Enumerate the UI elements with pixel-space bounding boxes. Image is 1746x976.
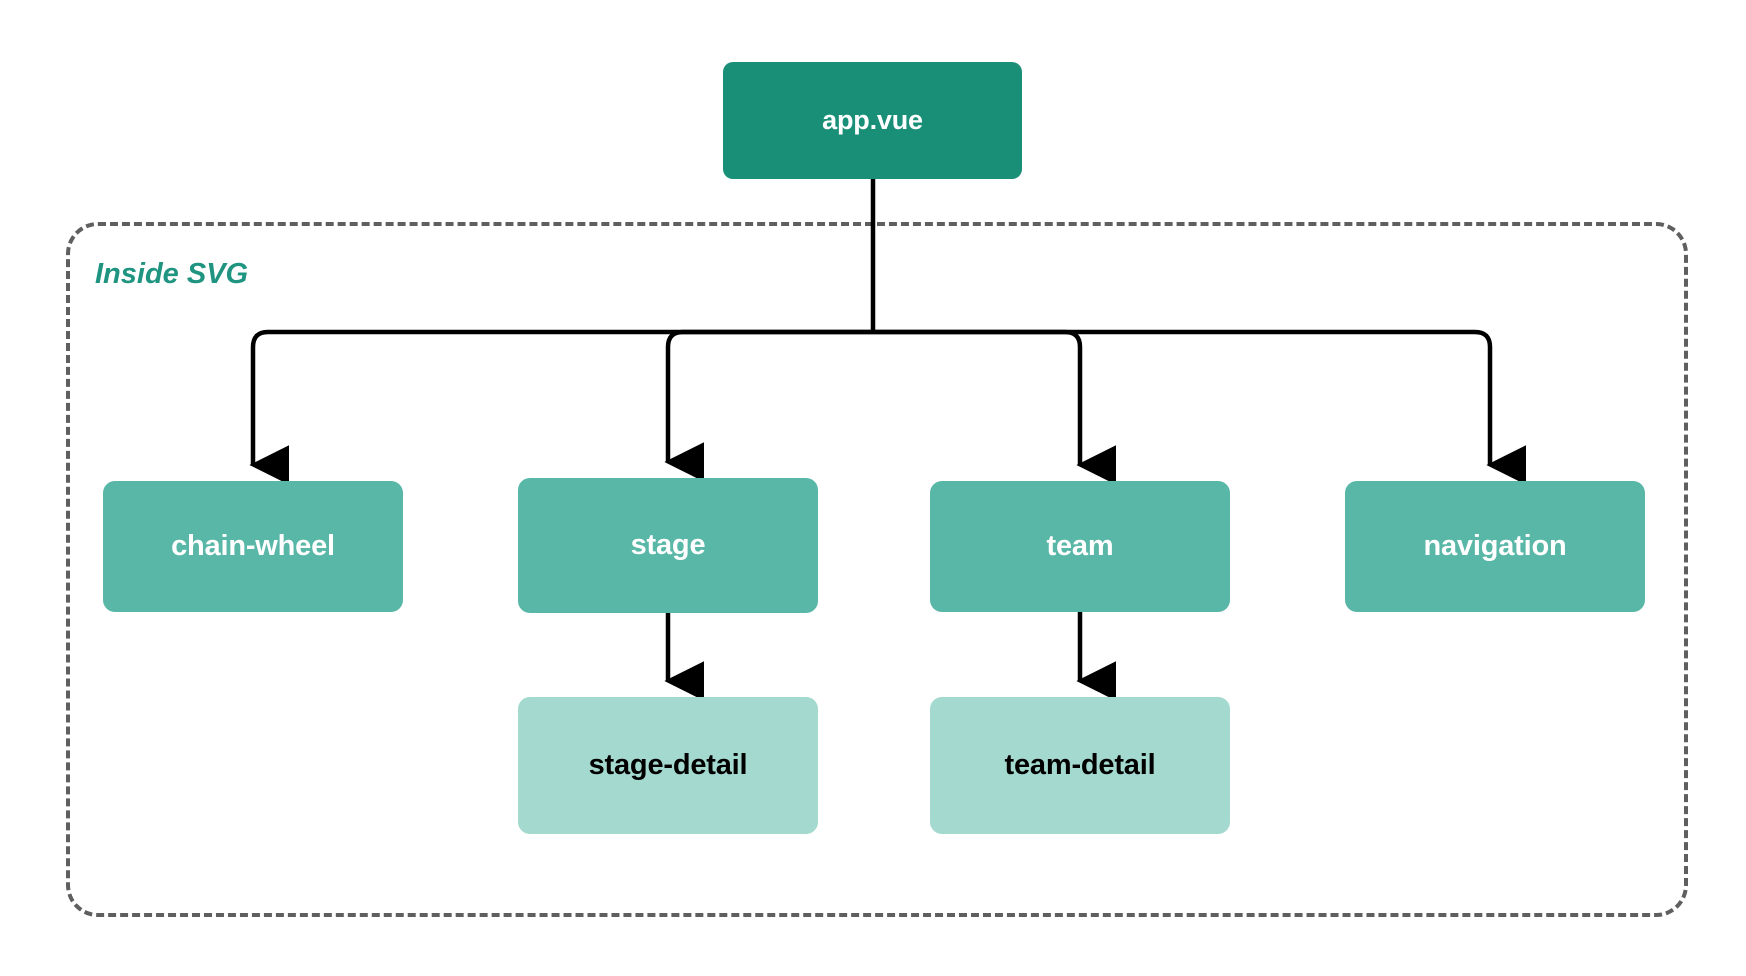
- node-navigation[interactable]: navigation: [1345, 481, 1645, 612]
- node-team-detail[interactable]: team-detail: [930, 697, 1230, 834]
- inside-svg-group-label: Inside SVG: [95, 258, 249, 290]
- node-label-team-detail: team-detail: [1004, 749, 1156, 781]
- inside-svg-group-container: [66, 222, 1688, 917]
- node-stage[interactable]: stage: [518, 478, 818, 613]
- node-label-chain-wheel: chain-wheel: [171, 530, 335, 562]
- node-label-app-vue: app.vue: [822, 105, 923, 135]
- node-label-stage: stage: [630, 529, 706, 561]
- node-stage-detail[interactable]: stage-detail: [518, 697, 818, 834]
- node-label-team: team: [1046, 530, 1114, 562]
- node-chain-wheel[interactable]: chain-wheel: [103, 481, 403, 612]
- node-app-vue[interactable]: app.vue: [723, 62, 1022, 179]
- node-label-navigation: navigation: [1423, 530, 1567, 562]
- node-label-stage-detail: stage-detail: [588, 749, 748, 781]
- node-team[interactable]: team: [930, 481, 1230, 612]
